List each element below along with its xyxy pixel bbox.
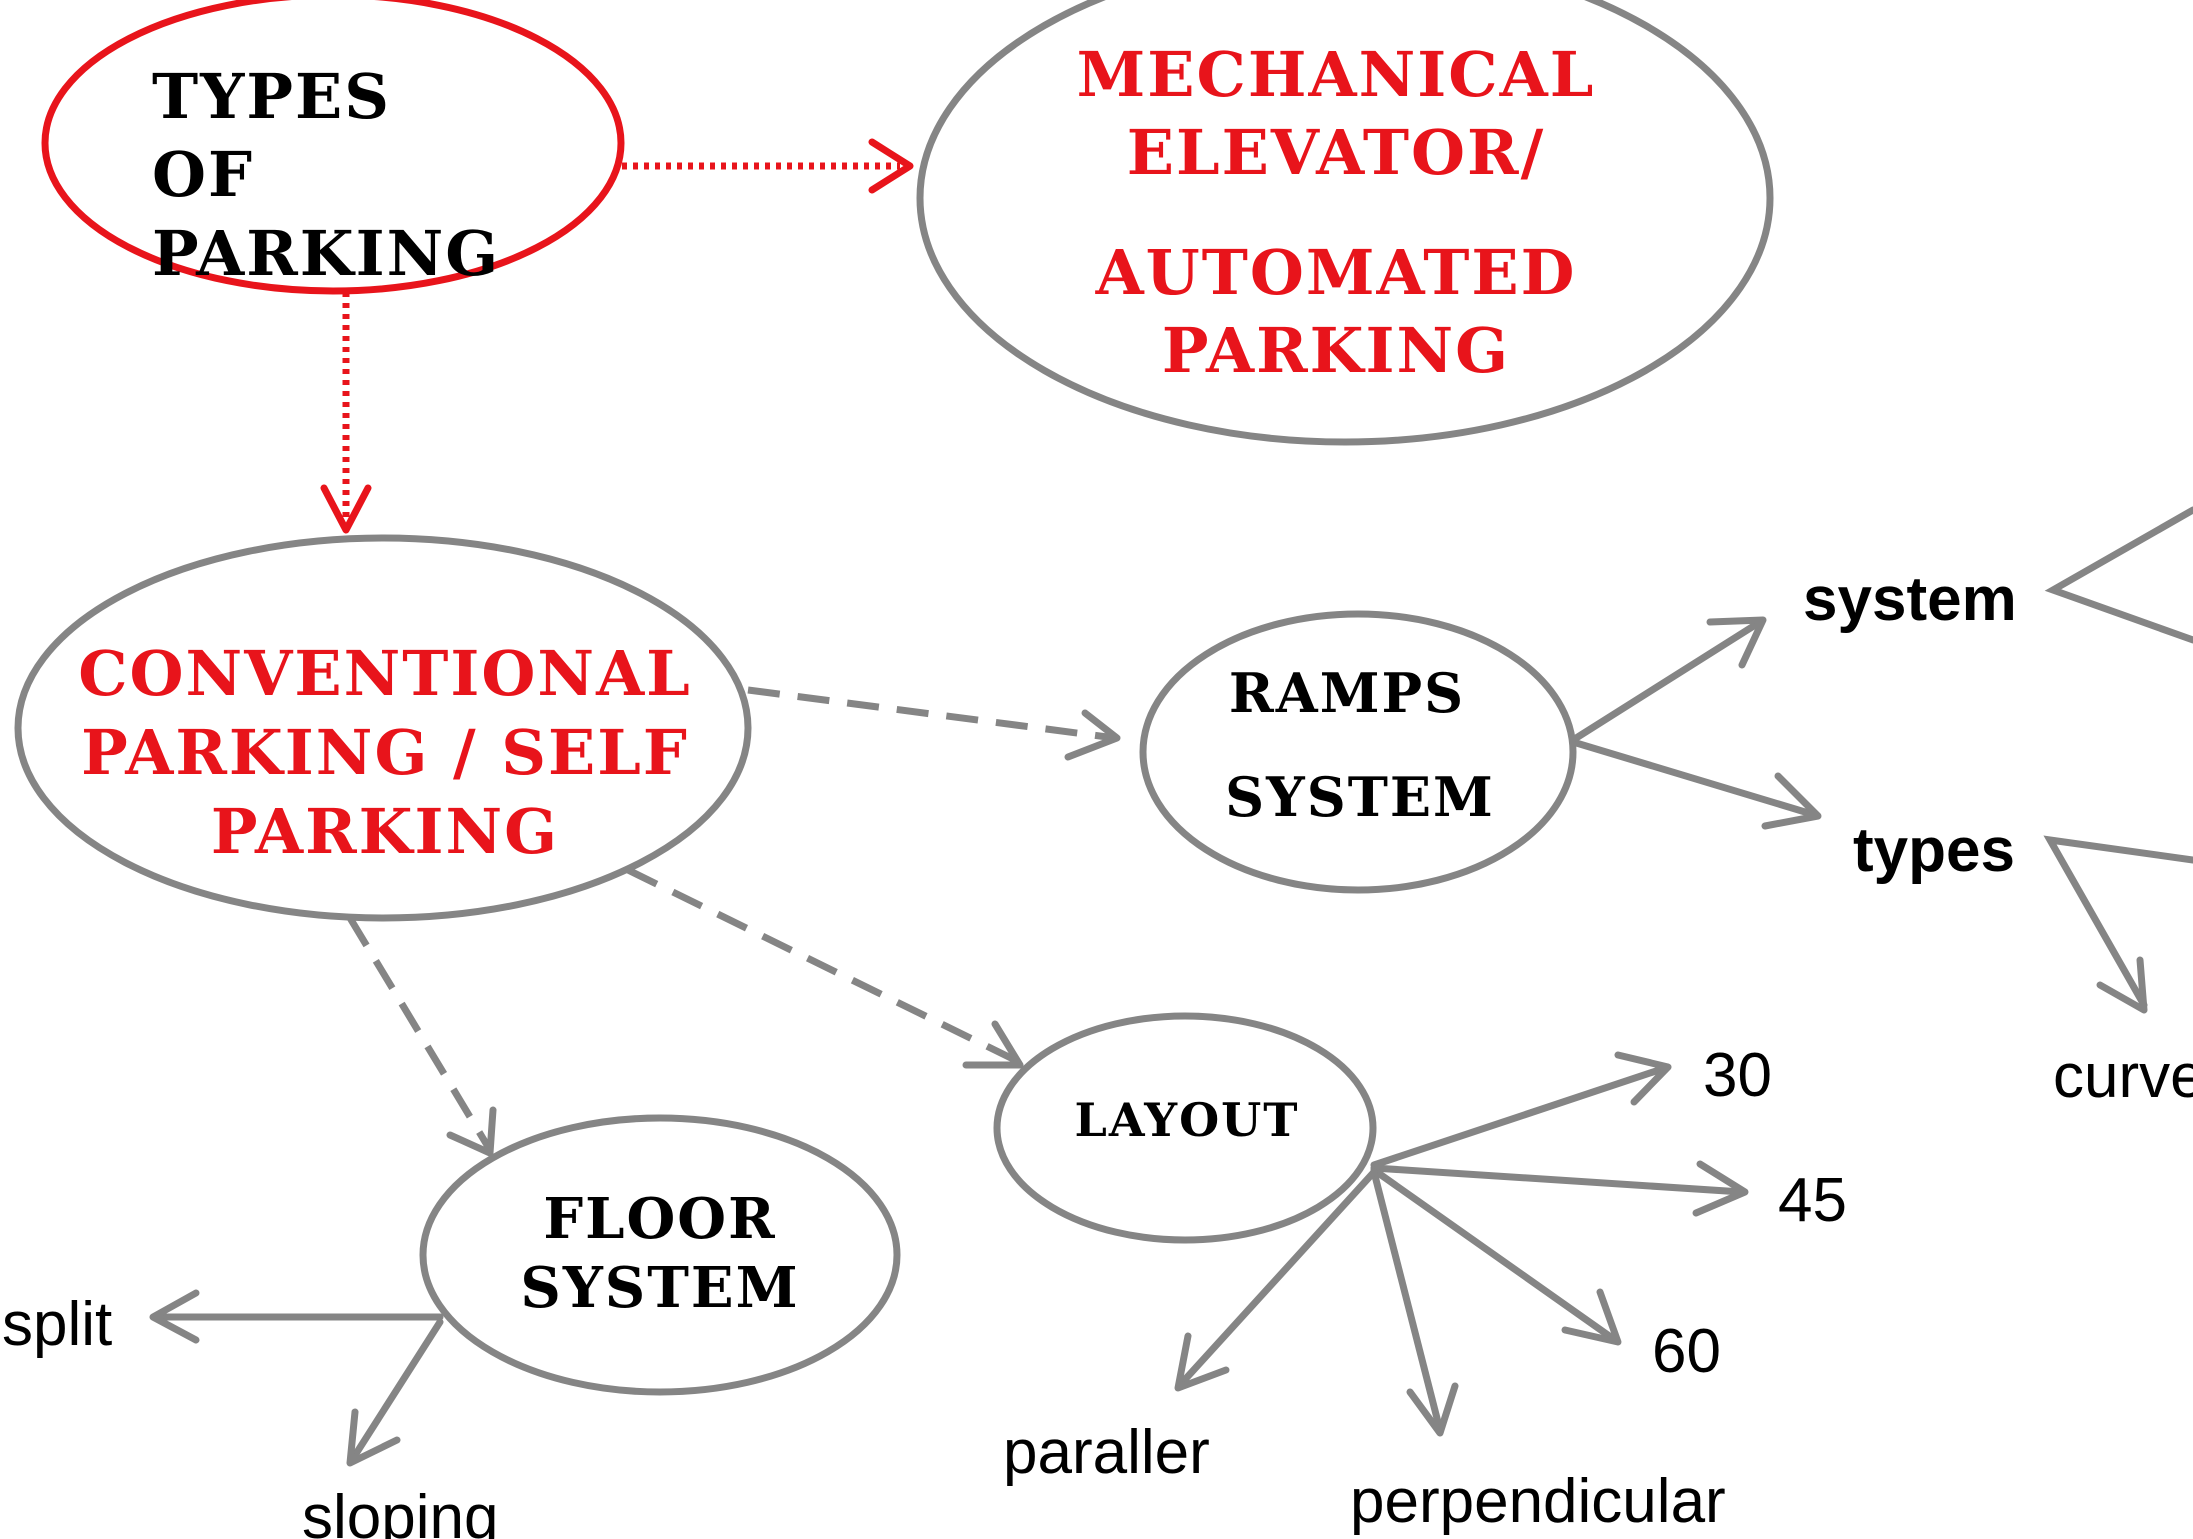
edge-floor-to-split	[149, 1289, 444, 1344]
mechanical-line-3: AUTOMATED	[1095, 236, 1577, 309]
edge-ramps-to-types	[1569, 738, 1822, 830]
node-mechanical-parking	[916, 0, 1774, 446]
edge-types-to-conventional	[320, 292, 372, 534]
conventional-line-3: PARKING	[211, 795, 559, 868]
leaf-paraller: paraller	[1003, 1418, 1210, 1487]
mechanical-line-2: ELEVATOR/	[1127, 116, 1545, 189]
leaf-60: 60	[1652, 1317, 1721, 1386]
node-floor-system	[419, 1114, 901, 1396]
leaf-perpendicular: perpendicular	[1350, 1467, 1726, 1536]
ramps-line-2: SYSTEM	[1225, 765, 1495, 829]
edge-layout-to-paraller	[1174, 1168, 1378, 1392]
node-ramps-system	[1139, 610, 1577, 894]
mechanical-line-1: MECHANICAL	[1077, 38, 1596, 111]
edge-conventional-to-floor	[347, 916, 497, 1157]
edge-layout-to-30	[1370, 1051, 1672, 1169]
node-conventional-parking	[14, 534, 752, 922]
edge-types-to-mechanical	[622, 138, 914, 194]
edge-layout-to-45	[1370, 1160, 1749, 1217]
floor-line-1: FLOOR	[543, 1186, 776, 1252]
leaf-system: system	[1803, 565, 2017, 634]
leaf-45: 45	[1778, 1166, 1847, 1235]
node-layout	[993, 1012, 1377, 1244]
leaf-split: split	[2, 1290, 112, 1359]
edge-types-branches	[2043, 835, 2193, 1014]
edge-conventional-to-layout	[626, 866, 1024, 1069]
types-of-parking-label: TYPES OF PARKING	[152, 60, 500, 290]
types-of-parking-line-2: OF	[152, 138, 254, 211]
leaf-sloping: sloping	[302, 1483, 498, 1539]
ramps-system-label: RAMPS SYSTEM	[1225, 661, 1495, 829]
edge-layout-to-perpendicular	[1370, 1168, 1459, 1437]
mechanical-parking-label: MECHANICAL ELEVATOR/ AUTOMATED PARKING	[1077, 38, 1596, 387]
leaf-types: types	[1853, 816, 2015, 885]
leaf-30: 30	[1703, 1041, 1772, 1110]
conventional-line-2: PARKING / SELF	[81, 716, 689, 789]
ramps-line-1: RAMPS	[1229, 661, 1465, 725]
layout-label: LAYOUT	[1075, 1093, 1300, 1147]
floor-line-2: SYSTEM	[520, 1255, 799, 1321]
floor-system-label: FLOOR SYSTEM	[520, 1186, 799, 1321]
mechanical-line-4: PARKING	[1162, 314, 1510, 387]
conventional-parking-label: CONVENTIONAL PARKING / SELF PARKING	[78, 637, 692, 868]
edge-floor-to-sloping	[346, 1318, 444, 1467]
types-of-parking-line-1: TYPES	[152, 60, 391, 133]
edge-ramps-to-system	[1569, 616, 1767, 744]
conventional-line-1: CONVENTIONAL	[78, 637, 692, 710]
types-of-parking-line-3: PARKING	[152, 217, 500, 290]
edge-conventional-to-ramps	[747, 686, 1121, 761]
leaf-curve: curve	[2053, 1042, 2193, 1111]
edge-system-branches	[2044, 506, 2193, 644]
edge-layout-to-60	[1370, 1166, 1622, 1346]
node-types-of-parking	[41, 0, 625, 295]
